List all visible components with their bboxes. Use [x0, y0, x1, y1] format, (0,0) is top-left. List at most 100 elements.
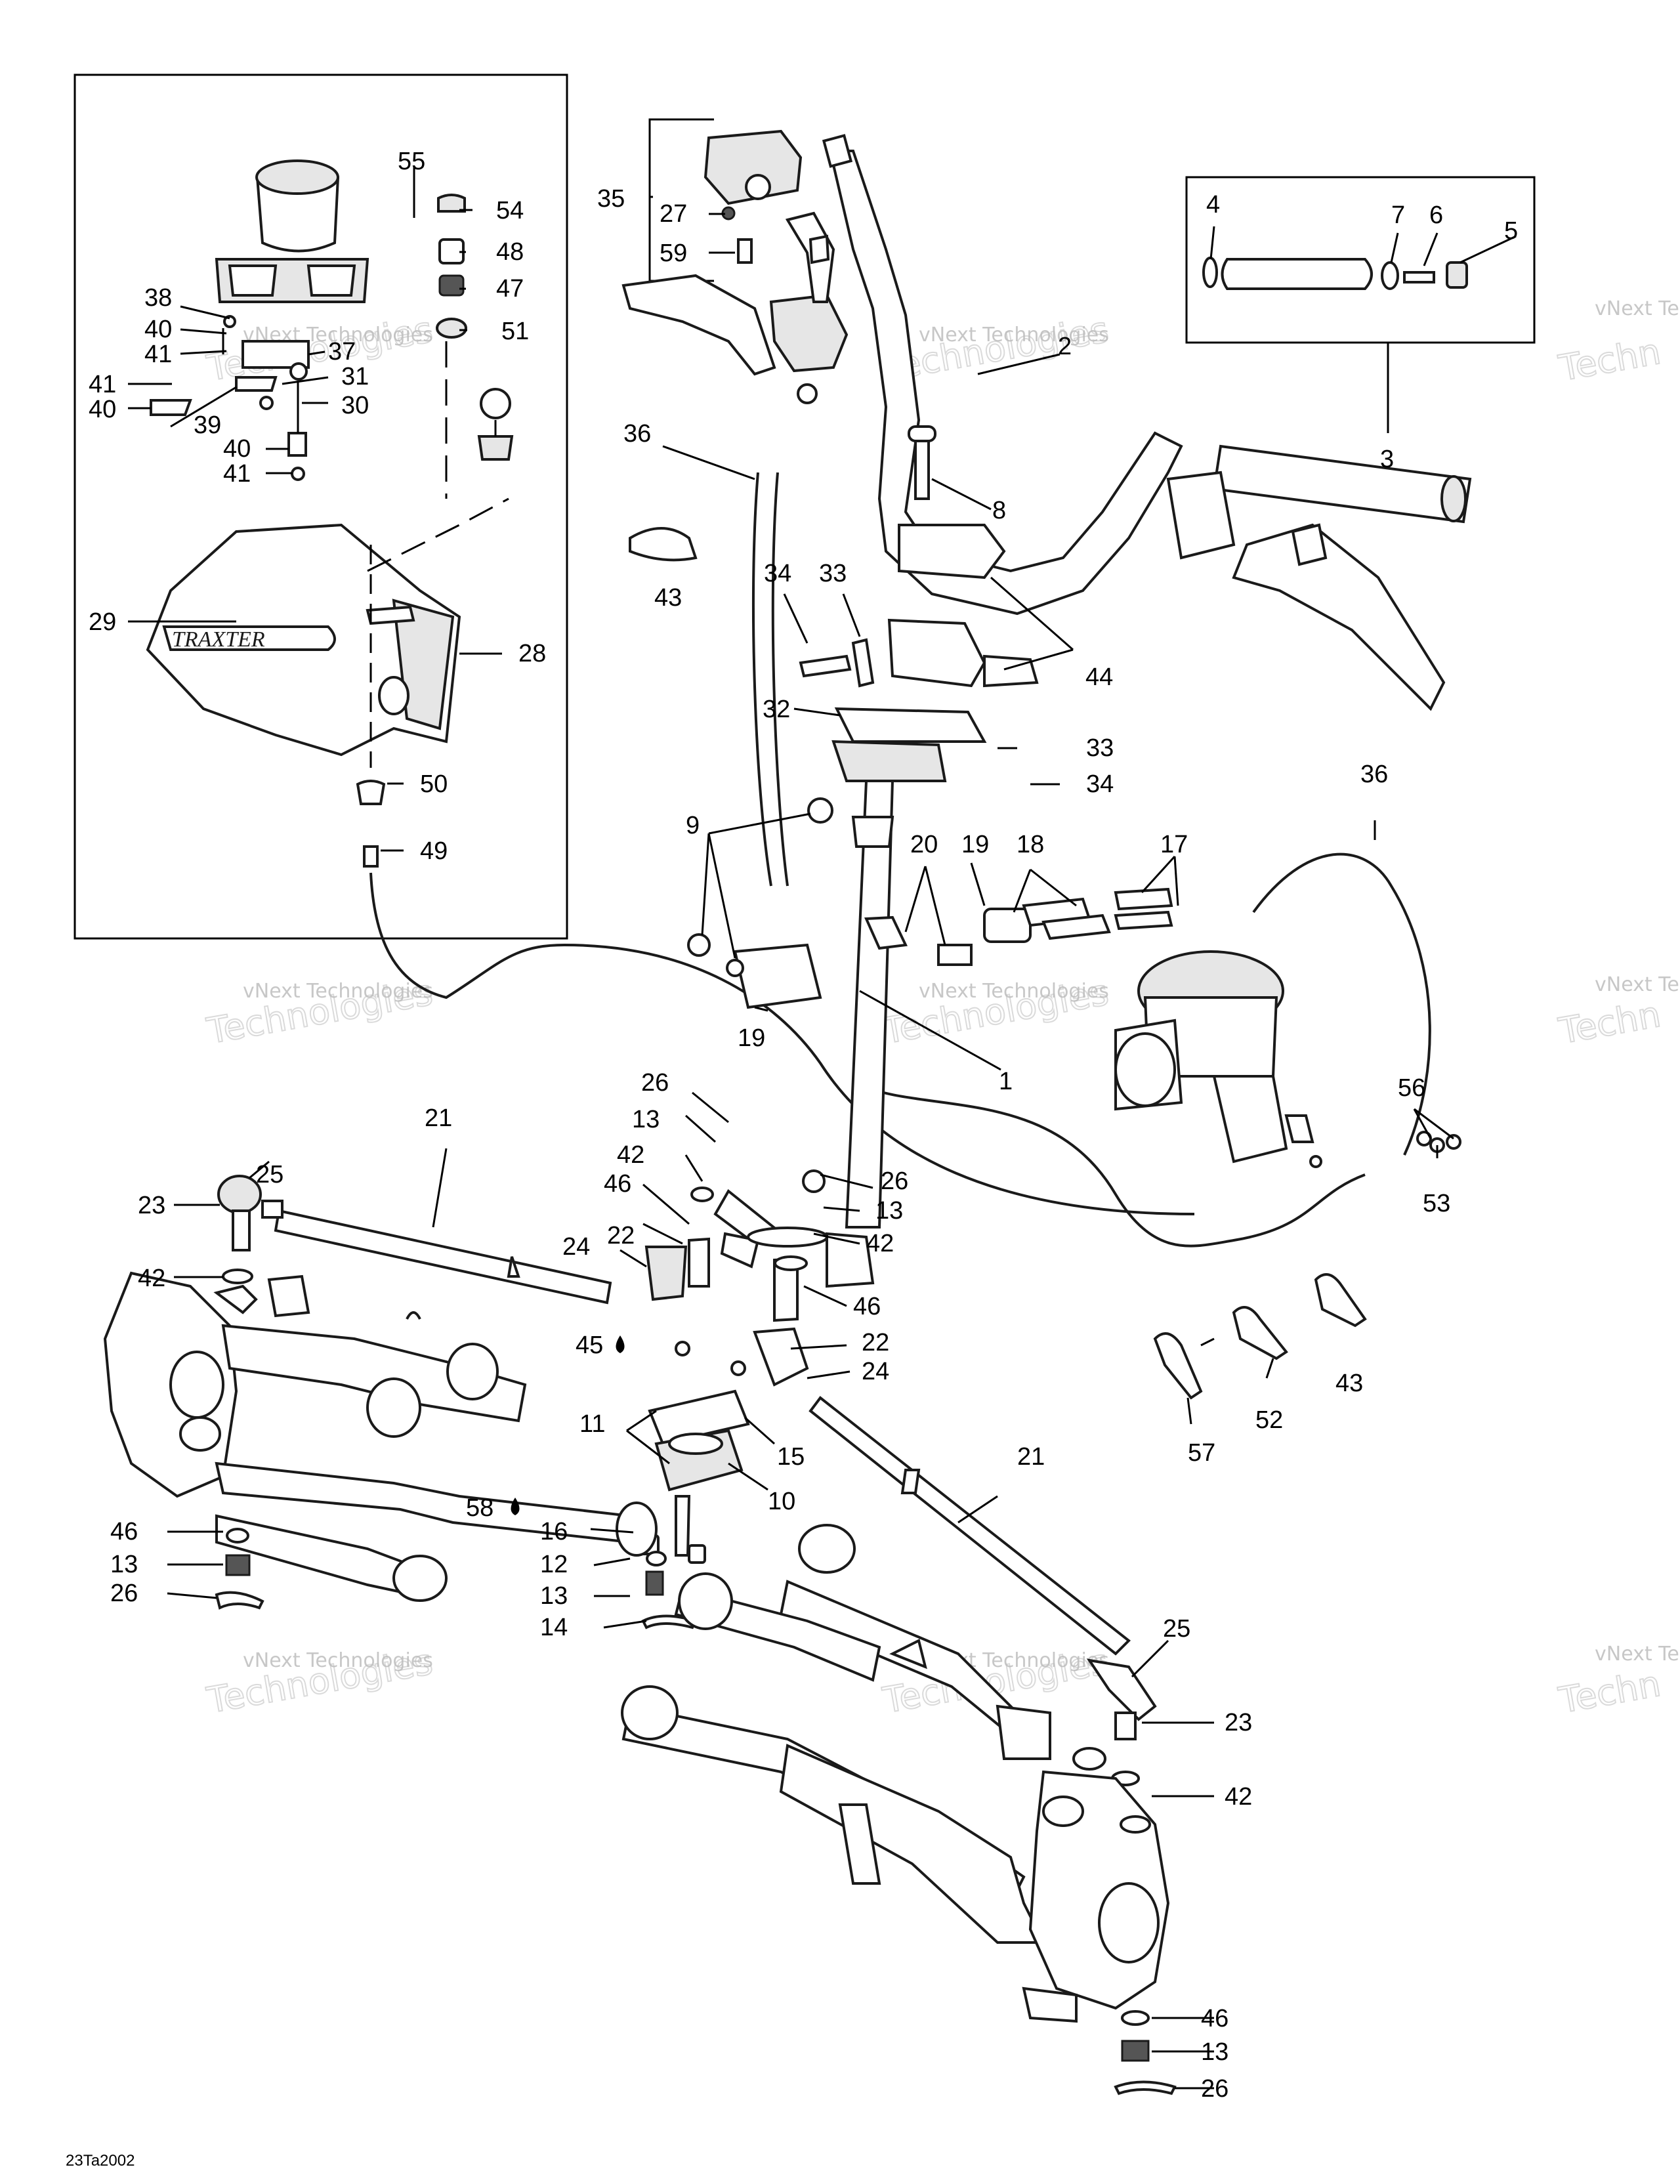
callout-13: 13: [875, 1197, 903, 1225]
ignition-switch: [477, 388, 514, 461]
callout-46: 46: [1201, 2005, 1228, 2032]
watermark-text: vNext Technologies: [243, 980, 433, 1003]
callout-13: 13: [540, 1582, 568, 1610]
switch-housing: [704, 129, 830, 264]
watermark-text: vNext Te: [1595, 297, 1679, 320]
callout-41: 41: [223, 460, 251, 488]
callout-33: 33: [1086, 734, 1114, 762]
watermark-text: vNext Te: [1595, 973, 1679, 996]
callout-46: 46: [853, 1293, 881, 1320]
callout-7: 7: [1391, 201, 1405, 229]
callout-25: 25: [256, 1161, 284, 1188]
callout-44: 44: [1085, 663, 1113, 691]
ball-joints: [644, 1169, 828, 1387]
callout-33: 33: [819, 560, 847, 587]
callout-26: 26: [110, 1580, 138, 1607]
drawing-code: 23Ta2002: [66, 2152, 135, 2170]
callout-26: 26: [1201, 2075, 1228, 2103]
callout-42: 42: [866, 1230, 894, 1257]
callout-32: 32: [763, 696, 790, 723]
inset-frame-grip: [1185, 176, 1536, 344]
handlebar: [822, 134, 1472, 711]
callout-45: 45: [576, 1332, 603, 1359]
callout-16: 16: [540, 1518, 568, 1545]
callout-36: 36: [1360, 761, 1388, 788]
tie-rod-left: [217, 1175, 612, 1305]
callout-43: 43: [1335, 1370, 1363, 1397]
callout-22: 22: [862, 1329, 889, 1356]
callout-35: 35: [597, 185, 625, 213]
callout-38: 38: [144, 284, 172, 312]
leader-lines: [128, 196, 1517, 2090]
callout-26: 26: [641, 1069, 669, 1097]
callout-24: 24: [862, 1358, 889, 1385]
callout-30: 30: [341, 392, 369, 419]
callout-42: 42: [138, 1265, 165, 1292]
callout-41: 41: [144, 341, 172, 368]
callout-17: 17: [1160, 831, 1188, 858]
callout-55: 55: [398, 148, 425, 175]
watermark-text: vNext Technologies: [919, 324, 1109, 346]
callout-57: 57: [1188, 1439, 1215, 1467]
callout-numbers: 55 54 48 47 51 38 40 41 37 41 31 40 30 3…: [89, 148, 1518, 2103]
callout-13: 13: [632, 1106, 660, 1133]
hardware-lower-right: [215, 1528, 1177, 2095]
watermark-text: vNext Technologies: [919, 980, 1109, 1003]
handlebar-clamps: [799, 425, 1039, 688]
callout-18: 18: [1017, 831, 1044, 858]
inset-fasteners: [413, 167, 467, 339]
callout-59: 59: [660, 240, 687, 267]
callout-21: 21: [1017, 1443, 1045, 1471]
callout-6: 6: [1429, 201, 1443, 229]
callout-46: 46: [110, 1518, 138, 1545]
callout-8: 8: [992, 497, 1006, 524]
watermark-text: Techn: [1555, 1663, 1664, 1721]
callout-26: 26: [881, 1167, 908, 1195]
callout-1: 1: [999, 1068, 1013, 1095]
callout-40: 40: [144, 316, 172, 343]
callout-41: 41: [89, 371, 116, 398]
callout-14: 14: [540, 1614, 568, 1641]
callout-31: 31: [341, 363, 369, 390]
oil-drop-icon: [616, 1335, 625, 1353]
callout-3: 3: [1380, 446, 1394, 473]
cable-clips: [629, 527, 1461, 1400]
callout-13: 13: [110, 1551, 138, 1578]
callout-51: 51: [501, 318, 529, 345]
callout-52: 52: [1255, 1406, 1283, 1434]
callout-19: 19: [738, 1024, 765, 1052]
callout-54: 54: [496, 197, 524, 224]
traxter-logo: TRAXTER: [172, 627, 265, 652]
callout-39: 39: [194, 411, 221, 439]
callout-27: 27: [660, 200, 687, 228]
callout-10: 10: [768, 1488, 795, 1515]
callout-37: 37: [328, 338, 356, 366]
callout-46: 46: [604, 1170, 631, 1198]
callout-34: 34: [764, 560, 791, 587]
callout-34: 34: [1086, 770, 1114, 798]
callout-48: 48: [496, 238, 524, 266]
callout-12: 12: [540, 1551, 568, 1578]
watermark-text: vNext Te: [1595, 1643, 1679, 1666]
callout-20: 20: [910, 831, 938, 858]
speedometer-assembly: [150, 159, 369, 481]
brake-lever-left: [621, 211, 849, 404]
callout-15: 15: [777, 1443, 805, 1471]
callout-21: 21: [425, 1104, 452, 1132]
callout-23: 23: [1225, 1709, 1252, 1736]
callout-28: 28: [518, 640, 546, 667]
callout-25: 25: [1163, 1615, 1190, 1643]
front-a-arm-left: [103, 1271, 658, 1602]
front-fascia-cover: TRAXTER: [146, 341, 509, 868]
inset-frame-speedometer: [74, 74, 568, 940]
watermark-text: vNext Technologies: [243, 1649, 433, 1672]
callout-2: 2: [1058, 333, 1072, 360]
callout-19: 19: [961, 831, 989, 858]
watermark-text: Techn: [1555, 994, 1664, 1052]
callout-40: 40: [223, 435, 251, 463]
callout-58: 58: [466, 1494, 494, 1522]
watermark-text: Techn: [1555, 331, 1664, 389]
callout-4: 4: [1206, 191, 1220, 219]
steering-column: [687, 707, 1173, 1288]
